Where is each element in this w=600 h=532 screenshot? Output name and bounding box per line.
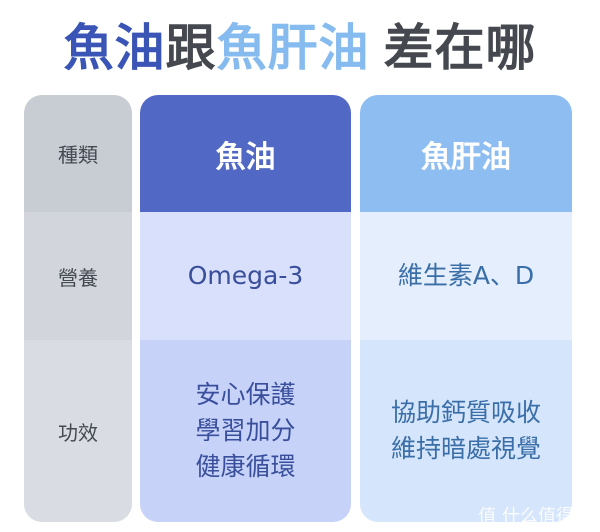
fish-oil-nutrition: Omega-3 — [140, 212, 351, 340]
effect-line: 協助鈣質吸收 — [390, 398, 541, 427]
cod-liver-oil-column: 魚肝油 維生素A、D 協助鈣質吸收 維持暗處視覺 — [360, 95, 572, 522]
row-label-type: 種類 — [24, 95, 132, 212]
title-fish-oil: 魚油 — [63, 19, 166, 77]
fish-oil-column: 魚油 Omega-3 安心保護 學習加分 健康循環 — [140, 95, 351, 522]
label-column: 種類 營養 功效 — [24, 95, 132, 522]
effect-line: 維持暗處視覺 — [390, 434, 541, 463]
fish-oil-header: 魚油 — [140, 95, 351, 212]
title-and: 跟 — [165, 19, 217, 77]
cod-liver-oil-header: 魚肝油 — [360, 95, 572, 212]
effect-line: 學習加分 — [195, 416, 296, 445]
cod-liver-oil-effects: 協助鈣質吸收 維持暗處視覺 — [360, 340, 572, 522]
title-cod-liver-oil: 魚肝油 — [216, 19, 370, 77]
row-label-effects: 功效 — [24, 340, 132, 522]
watermark: 值 什么值得买 — [478, 506, 592, 527]
page-title: 魚油跟魚肝油差在哪 — [0, 8, 600, 80]
row-label-nutrition: 營養 — [24, 212, 132, 340]
effect-line: 健康循環 — [195, 452, 296, 481]
fish-oil-effects: 安心保護 學習加分 健康循環 — [140, 340, 351, 522]
effect-line: 安心保護 — [195, 380, 296, 409]
cod-liver-oil-nutrition: 維生素A、D — [360, 212, 572, 340]
title-difference: 差在哪 — [383, 19, 537, 77]
